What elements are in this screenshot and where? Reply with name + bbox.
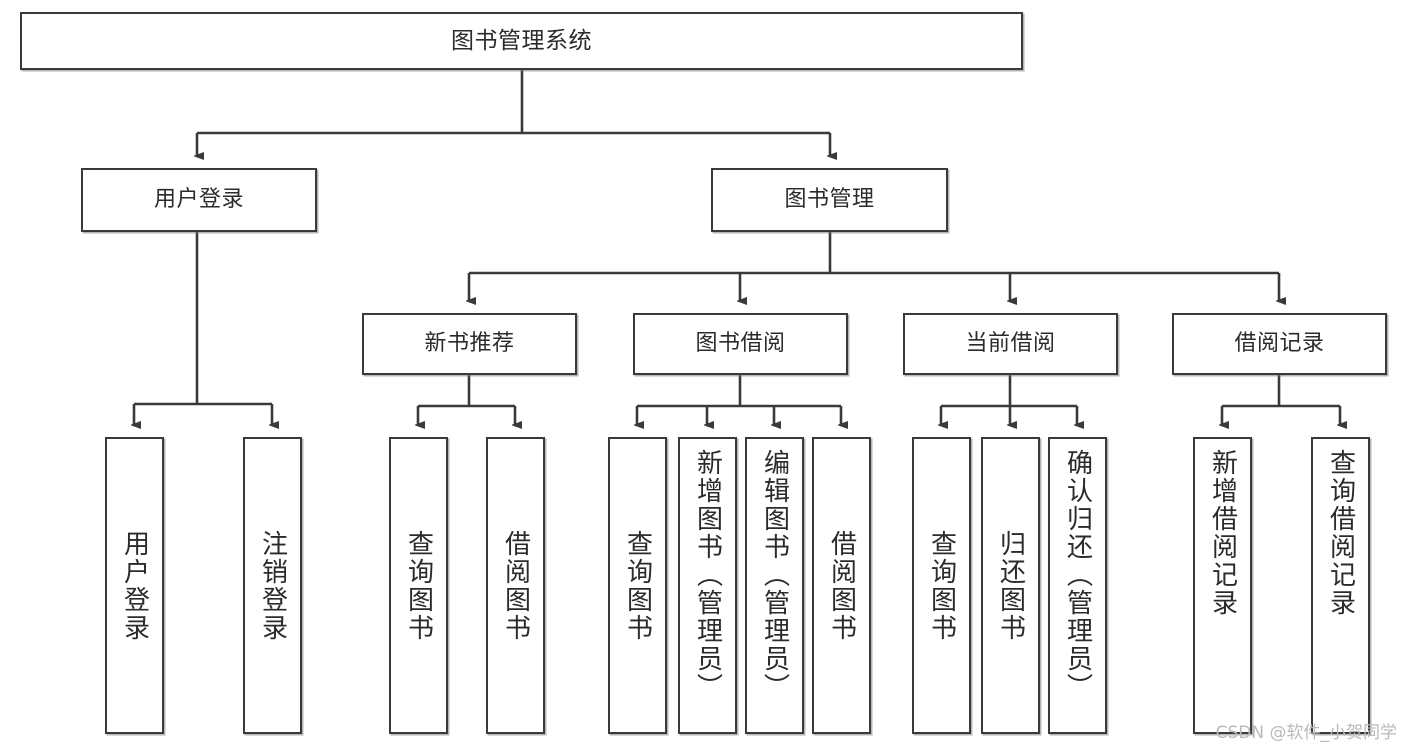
node-label: 用户登录 [153,187,244,213]
leaf-confirm-return-admin[interactable]: 确认归还（管理员） [1048,437,1107,734]
leaf-return-book[interactable]: 归还图书 [981,437,1040,734]
node-book-borrowing[interactable]: 图书借阅 [633,313,848,375]
node-label: 借阅图书 [826,529,857,642]
node-current-borrowing[interactable]: 当前借阅 [903,313,1118,375]
node-label: 确认归还（管理员） [1062,449,1093,701]
leaf-add-borrow-record[interactable]: 新增借阅记录 [1193,437,1252,734]
leaf-user-logout[interactable]: 注销登录 [243,437,302,734]
node-user-login[interactable]: 用户登录 [81,168,317,232]
node-label: 用户登录 [119,529,150,642]
node-label: 查询图书 [403,529,434,642]
node-new-book-recommendation[interactable]: 新书推荐 [362,313,577,375]
node-label: 新书推荐 [424,331,515,357]
node-label: 新增图书（管理员） [692,449,723,701]
node-label: 图书管理 [784,187,875,213]
node-root-system[interactable]: 图书管理系统 [20,12,1023,70]
node-label: 注销登录 [257,529,288,642]
node-label: 当前借阅 [965,331,1056,357]
leaf-borrow-book-recommendation[interactable]: 借阅图书 [486,437,545,734]
leaf-edit-book-admin[interactable]: 编辑图书（管理员） [745,437,804,734]
node-label: 归还图书 [995,529,1026,642]
leaf-user-login[interactable]: 用户登录 [105,437,164,734]
leaf-query-book-current[interactable]: 查询图书 [912,437,971,734]
csdn-watermark: CSDN @软件_小贺同学 [1215,723,1397,743]
node-label: 新增借阅记录 [1207,449,1238,617]
leaf-query-book-recommendation[interactable]: 查询图书 [389,437,448,734]
leaf-add-book-admin[interactable]: 新增图书（管理员） [678,437,737,734]
node-label: 查询借阅记录 [1325,449,1356,617]
node-label: 编辑图书（管理员） [759,449,790,701]
node-label: 借阅图书 [500,529,531,642]
node-label: 图书借阅 [695,331,786,357]
node-book-management[interactable]: 图书管理 [711,168,948,232]
leaf-query-book-borrowing[interactable]: 查询图书 [608,437,667,734]
node-label: 查询图书 [622,529,653,642]
node-label: 借阅记录 [1234,331,1325,357]
leaf-borrow-book-borrowing[interactable]: 借阅图书 [812,437,871,734]
leaf-query-borrow-record[interactable]: 查询借阅记录 [1311,437,1370,734]
node-label: 查询图书 [926,529,957,642]
node-borrow-records[interactable]: 借阅记录 [1172,313,1387,375]
node-label: 图书管理系统 [451,27,592,54]
